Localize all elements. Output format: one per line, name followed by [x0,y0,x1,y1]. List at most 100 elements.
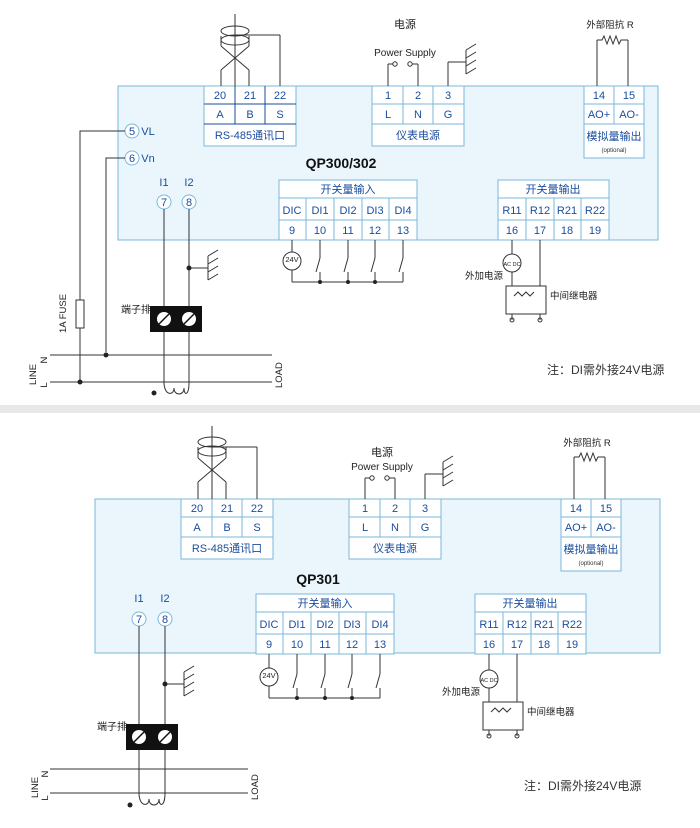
power-label-g: G [421,522,430,534]
wiring-diagram-qp301: 20 21 22 A B S RS-485通讯口 电源 Power Supply… [0,412,700,828]
din-label-di3: DI3 [343,619,360,631]
power-num-1: 1 [362,503,368,515]
load-label: LOAD [274,362,285,388]
resistor-label: 外部阻抗 R [586,19,634,31]
dout-num-19: 19 [566,639,578,651]
n-label: N [39,356,50,363]
dout-label-r12: R12 [507,619,527,631]
din-label-di1: DI1 [288,619,305,631]
analog-label-ao-minus: AO- [596,522,616,534]
power-num-3: 3 [445,90,451,102]
rs485-terminal-group: 20 21 22 A B S RS-485通讯口 [203,85,297,147]
power-label-n: N [391,522,399,534]
power-label-en: Power Supply [374,48,436,59]
dout-num-16: 16 [506,225,518,237]
rs485-caption: RS-485通讯口 [215,129,285,142]
current-label-i1: I1 [159,177,168,189]
digital-output-group: 开关量输出 R11 R12 R21 R22 16 17 18 19 AC DC … [465,179,610,323]
dout-num-18: 18 [538,639,550,651]
terminal-block-label: 端子排 [121,303,151,316]
analog-caption: 模拟量输出 [587,129,642,143]
voltage-label-vl: VL [141,126,154,138]
digital-output-group: 开关量输出 R11 R12 R21 R22 16 17 18 19 AC DC … [442,593,587,739]
voltage-terminals: 5 VL 6 Vn [79,123,155,352]
din-num-11: 11 [319,639,330,651]
din-label-di2: DI2 [339,205,356,217]
rs485-terminal-group: 20 21 22 A B S RS-485通讯口 [180,498,274,560]
voltage-label-vn: Vn [141,153,154,165]
din-num-13: 13 [374,639,386,651]
analog-num-15: 15 [623,90,635,102]
current-term-8: 8 [162,614,168,626]
power-caption: 仪表电源 [396,128,440,142]
dout-header: 开关量输出 [526,182,581,196]
current-label-i2: I2 [184,177,193,189]
dout-label-r12: R12 [530,205,550,217]
relay-label: 中间继电器 [527,706,575,718]
power-num-3: 3 [422,503,428,515]
analog-caption: 模拟量输出 [564,542,619,556]
panel-divider [0,405,700,413]
model-title: QP300/302 [306,155,377,171]
twisted-pair-icon [197,426,258,499]
analog-label-ao-plus: AO+ [565,522,587,534]
current-term-7: 7 [161,197,167,209]
voltage-term-5: 5 [129,126,135,138]
rs485-label-s: S [276,109,283,121]
dout-label-r22: R22 [562,619,582,631]
relay-icon [505,285,547,315]
rs485-label-s: S [253,522,260,534]
din-label-dic: DIC [260,619,279,631]
din-header: 开关量输入 [321,182,376,196]
ext-power-label: 外加电源 [465,270,504,282]
din-label-di4: DI4 [371,619,388,631]
power-label-cn: 电源 [371,445,393,459]
digital-input-group: 开关量输入 DIC DI1 DI2 DI3 DI4 9 10 11 12 13 … [278,179,418,284]
v24-label: 24V [262,671,275,680]
dout-label-r11: R11 [479,619,498,631]
note-text: 注：DI需外接24V电源 [524,778,641,793]
power-caption: 仪表电源 [373,541,417,555]
relay-icon [482,701,524,731]
din-num-12: 12 [369,225,381,237]
dout-num-18: 18 [561,225,573,237]
analog-optional: (optional) [578,561,603,567]
analog-output-group: 外部阻抗 R 14 15 AO+ AO- 模拟量输出 (optional) [583,19,645,159]
terminal-block: 端子排 [97,720,178,793]
power-num-2: 2 [392,503,398,515]
din-num-10: 10 [314,225,326,237]
resistor-icon [574,451,605,463]
ct-coil-icon [138,792,166,806]
analog-optional: (optional) [601,148,626,154]
twisted-pair-icon [220,14,281,86]
l-label: L [40,795,51,800]
din-num-9: 9 [266,639,272,651]
n-label: N [40,770,51,777]
dout-num-17: 17 [511,639,523,651]
power-terminal-group: 电源 Power Supply 1 2 3 L N G 仪表电源 [371,17,477,147]
load-label: LOAD [250,774,261,800]
current-term-7: 7 [136,614,142,626]
power-label-n: N [414,109,422,121]
din-num-9: 9 [289,225,295,237]
voltage-term-6: 6 [129,153,135,165]
wiring-diagram-qp300: 20 21 22 A B S RS-485通讯口 电源 Power Supply… [0,0,700,408]
note-text: 注：DI需外接24V电源 [547,362,664,377]
dout-label-r21: R21 [534,619,554,631]
wiring-diagram-svg-top: 20 21 22 A B S RS-485通讯口 电源 Power Supply… [28,14,664,396]
fuse-icon: 1A FUSE [58,294,85,382]
power-label-cn: 电源 [394,17,416,31]
power-num-2: 2 [415,90,421,102]
power-terminal-group: 电源 Power Supply 1 2 3 L N G 仪表电源 [348,445,454,560]
line-label: LINE [30,777,41,798]
rs485-label-a: A [216,109,224,121]
analog-label-ao-plus: AO+ [588,109,610,121]
dout-num-16: 16 [483,639,495,651]
resistor-icon [597,34,628,46]
din-num-13: 13 [397,225,409,237]
rs485-label-b: B [246,109,253,121]
current-terminals: 7 I1 8 I2 [131,593,195,728]
current-term-8: 8 [186,197,192,209]
ct-coil-icon [163,381,190,395]
ac-dc-label: AC DC [503,262,520,268]
